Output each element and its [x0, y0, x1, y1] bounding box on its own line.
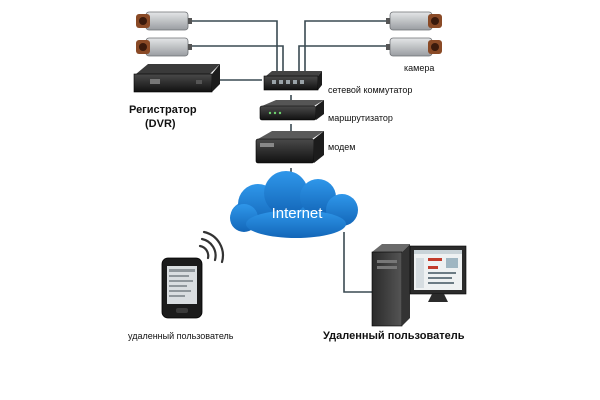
- link-camera-4: [298, 45, 388, 77]
- label-dvr-line2: (DVR): [145, 118, 176, 130]
- label-mobile-user: удаленный пользователь: [128, 331, 234, 341]
- modem-icon: [255, 131, 324, 164]
- link-cloud-computer: [343, 232, 372, 293]
- security-camera-icon: [136, 37, 192, 57]
- label-router: маршрутизатор: [328, 113, 393, 123]
- label-camera: камера: [404, 63, 435, 73]
- label-desktop-user: Удаленный пользователь: [323, 330, 465, 342]
- label-dvr-line1: Регистратор: [129, 104, 197, 116]
- router-icon: [259, 100, 324, 121]
- link-camera-1: [190, 20, 278, 77]
- dvr-recorder-icon: [133, 64, 220, 93]
- link-camera-3: [304, 20, 388, 77]
- link-camera-2: [190, 45, 284, 77]
- security-camera-icon: [386, 37, 442, 57]
- security-camera-icon: [386, 11, 442, 31]
- connection-lines: [190, 20, 388, 293]
- cloud-label: Internet: [272, 205, 324, 222]
- network-switch-icon: [263, 71, 322, 91]
- smartphone-icon: [161, 257, 203, 319]
- desktop-computer-icon: [371, 244, 467, 327]
- internet-cloud-icon: Internet: [230, 171, 358, 238]
- wireless-signal-icon: [198, 230, 224, 264]
- security-camera-icon: [136, 11, 192, 31]
- label-modem: модем: [328, 142, 356, 152]
- label-switch: сетевой коммутатор: [328, 85, 413, 95]
